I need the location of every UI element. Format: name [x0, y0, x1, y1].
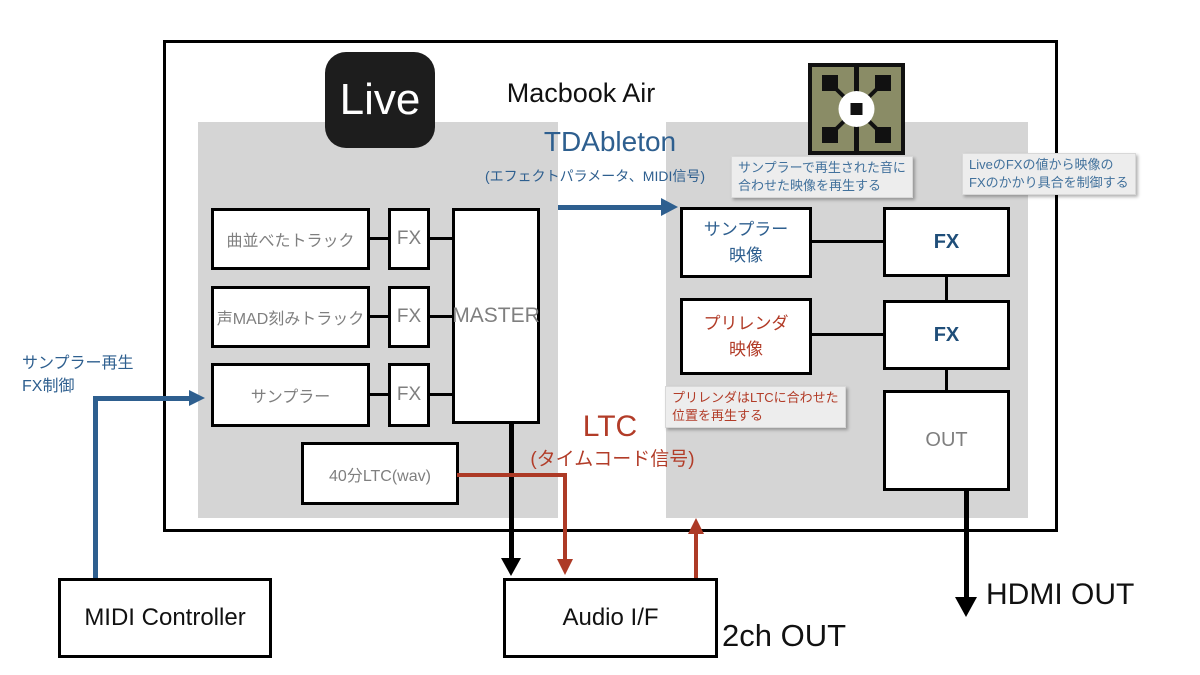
sampler-note-line2: 合わせた映像を再生する — [738, 178, 882, 193]
audio-if-label: Audio I/F — [562, 604, 659, 631]
sampler-note: サンプラーで再生された音に 合わせた映像を再生する — [731, 156, 913, 198]
track2-fx2-connector — [370, 315, 388, 318]
ltc-label: LTC — [582, 410, 638, 443]
fx-a-box: FX — [883, 207, 1010, 277]
track1-label: 曲並べたトラック — [226, 233, 355, 250]
fx-b-box: FX — [883, 300, 1010, 370]
page-title: Macbook Air — [506, 78, 656, 108]
track1-fx1-connector — [370, 237, 388, 240]
prerender-line1: プリレンダ — [703, 313, 789, 333]
fx3-master-connector — [430, 393, 452, 396]
track3-label: サンプラー — [250, 389, 331, 406]
touchdesigner-icon — [808, 63, 905, 155]
track1-box: 曲並べたトラック — [211, 208, 370, 270]
fx-note-line2: FXのかかり具合を制御する — [969, 175, 1129, 190]
master-label: MASTER — [452, 304, 540, 327]
master-box: MASTER — [452, 208, 540, 424]
ltc-down-arrowhead — [557, 559, 573, 575]
fx2-master-connector — [430, 315, 452, 318]
midi-controller-box: MIDI Controller — [58, 578, 272, 658]
track2-label: 声MAD刻みトラック — [216, 311, 365, 328]
tdableton-arrow-line — [558, 205, 661, 210]
fx1-box: FX — [388, 208, 430, 270]
sampler-video-fxa-connector — [812, 240, 883, 243]
ltc-wav-box: 40分LTC(wav) — [301, 442, 459, 505]
fx-note-line1: LiveのFXの値から映像の — [969, 157, 1114, 172]
track2-box: 声MAD刻みトラック — [211, 286, 370, 348]
out-hdmi-arrow-line — [964, 491, 969, 597]
fxa-fxb-connector — [945, 277, 948, 300]
2ch-out-label: 2ch OUT — [722, 618, 847, 653]
ltc-arrow-vline — [563, 473, 567, 559]
prerender-note-line1: プリレンダはLTCに合わせた — [672, 390, 839, 405]
live-icon-label: Live — [339, 75, 421, 124]
out-label: OUT — [925, 429, 968, 451]
fx3-box: FX — [388, 363, 430, 427]
fx-note: LiveのFXの値から映像の FXのかかり具合を制御する — [962, 153, 1136, 195]
fx2-label: FX — [396, 306, 422, 327]
midi-arrow-vline — [93, 396, 98, 578]
ltc-wav-label: 40分LTC(wav) — [329, 467, 431, 485]
touchdesigner-icon-graphic — [822, 67, 891, 151]
prerender-line2: 映像 — [729, 339, 763, 359]
midi-arrow-label-line2: FX制御 — [22, 378, 75, 395]
fx-b-label: FX — [933, 323, 960, 346]
ableton-live-icon: Live — [325, 52, 435, 148]
out-hdmi-arrowhead — [955, 597, 977, 617]
prerender-fxb-connector — [812, 333, 883, 336]
sampler-note-line1: サンプラーで再生された音に — [738, 160, 906, 175]
ltc-sublabel: (タイムコード信号) — [530, 449, 695, 470]
prerender-note-line2: 位置を再生する — [672, 408, 764, 423]
master-audio-arrow-line — [509, 424, 514, 558]
midi-arrow-label-line1: サンプラー再生 — [22, 355, 134, 372]
midi-arrow-label: サンプラー再生 FX制御 — [22, 352, 134, 398]
midi-arrowhead — [189, 390, 205, 406]
sampler-video-line2: 映像 — [729, 245, 763, 265]
master-audio-arrowhead — [501, 558, 521, 576]
fx-a-label: FX — [933, 230, 960, 253]
sampler-video-line1: サンプラー — [703, 219, 789, 239]
ltc-up-arrowhead — [688, 518, 704, 534]
tdableton-arrowhead — [661, 198, 678, 216]
macbook-air-box — [163, 40, 1058, 532]
fx2-box: FX — [388, 286, 430, 348]
fx1-label: FX — [396, 228, 422, 249]
prerender-video-box: プリレンダ 映像 — [680, 298, 812, 375]
tdableton-label: TDAbleton — [543, 126, 677, 157]
hdmi-out-label: HDMI OUT — [986, 578, 1135, 611]
fxb-out-connector — [945, 370, 948, 390]
out-box: OUT — [883, 390, 1010, 491]
sampler-video-box: サンプラー 映像 — [680, 207, 812, 278]
track3-fx3-connector — [370, 393, 388, 396]
fx1-master-connector — [430, 237, 452, 240]
midi-controller-label: MIDI Controller — [84, 604, 246, 631]
midi-arrow-hline — [93, 396, 189, 401]
prerender-note: プリレンダはLTCに合わせた 位置を再生する — [665, 386, 846, 428]
fx3-label: FX — [396, 384, 422, 405]
ltc-up-arrow-line — [694, 534, 698, 578]
tdableton-sublabel: (エフェクトパラメータ、MIDI信号) — [484, 168, 706, 184]
track3-sampler-box: サンプラー — [211, 363, 370, 427]
ltc-arrow-hline — [457, 473, 567, 477]
audio-if-box: Audio I/F — [503, 578, 718, 658]
